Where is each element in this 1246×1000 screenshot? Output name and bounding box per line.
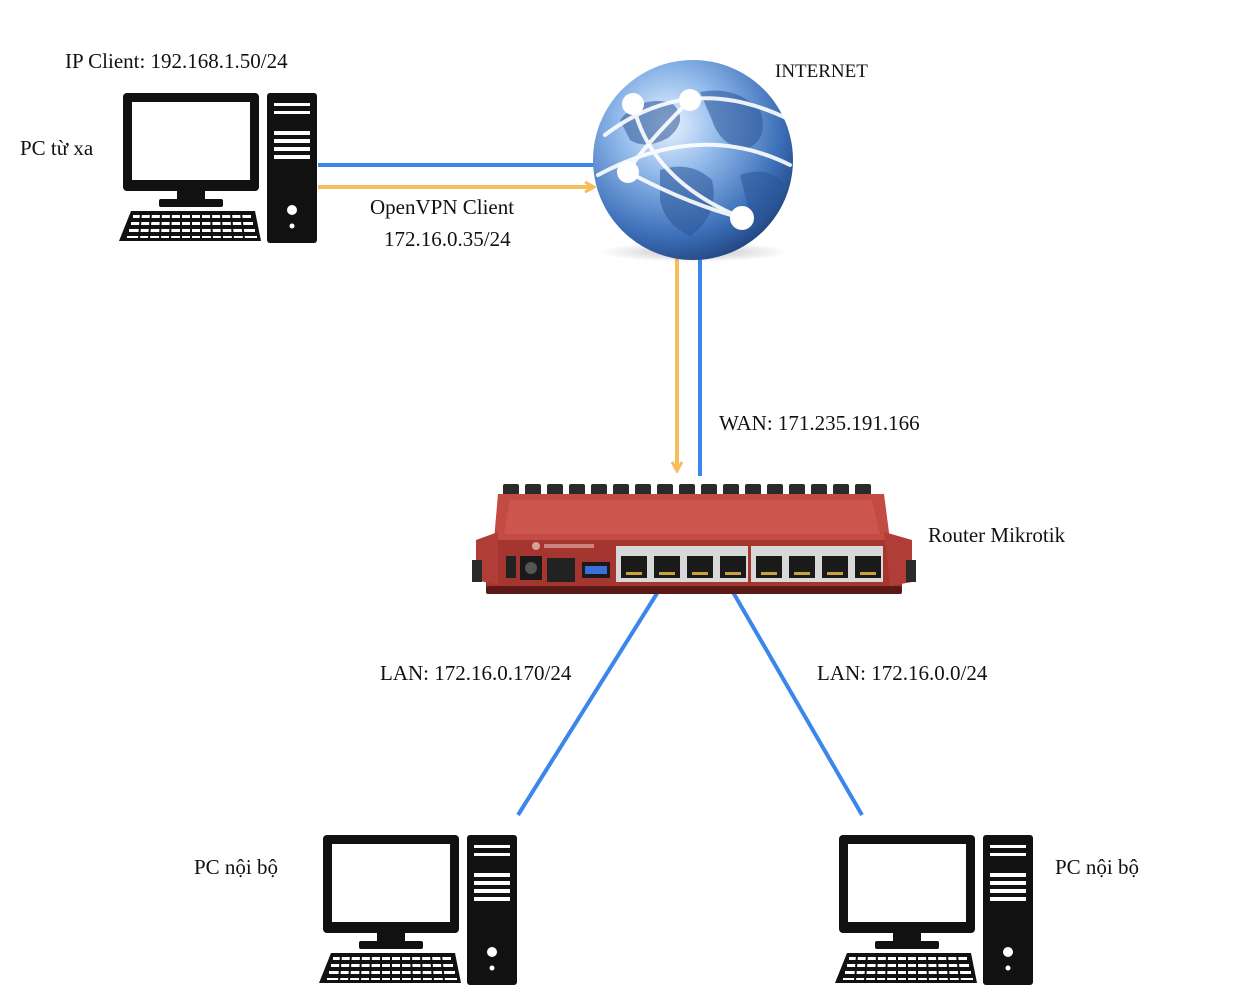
lan-link-left — [516, 585, 663, 817]
openvpn-ip-label: 172.16.0.35/24 — [384, 227, 511, 251]
lan-link-right — [728, 585, 864, 817]
lan-right-label: LAN: 172.16.0.0/24 — [817, 661, 988, 685]
local-pc-right-label: PC nội bộ — [1055, 855, 1139, 879]
globe-icon — [593, 60, 793, 262]
local-pc-left-label: PC nội bộ — [194, 855, 278, 879]
lan-left-label: LAN: 172.16.0.170/24 — [380, 661, 572, 685]
links — [318, 163, 864, 817]
openvpn-client-label: OpenVPN Client — [370, 195, 514, 219]
remote-pc-icon — [118, 92, 318, 244]
internet-label: INTERNET — [775, 61, 868, 82]
local-pc-left-icon — [318, 834, 518, 986]
mikrotik-router-icon — [472, 484, 916, 594]
router-ethernet-ports — [616, 546, 883, 582]
router-label: Router Mikrotik — [928, 523, 1066, 547]
router-heatsink — [503, 484, 871, 496]
local-pc-right-icon — [834, 834, 1034, 986]
wan-label: WAN: 171.235.191.166 — [719, 411, 920, 435]
ip-client-label: IP Client: 192.168.1.50/24 — [65, 49, 288, 73]
remote-pc-label: PC từ xa — [20, 136, 94, 160]
